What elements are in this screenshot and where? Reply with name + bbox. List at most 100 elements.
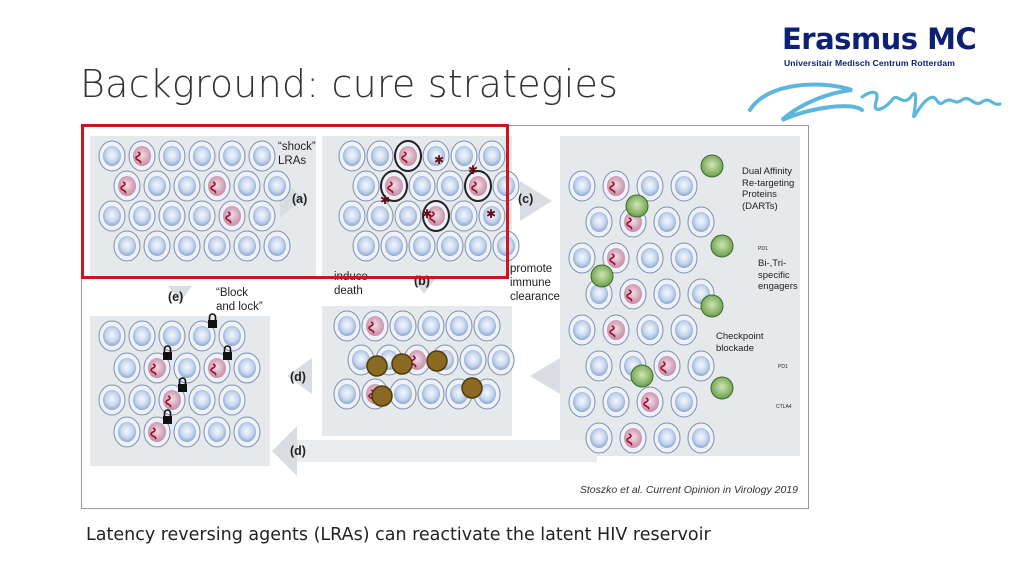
cell-icon [670,242,698,274]
virus-particle-icon: ✱ [434,153,444,167]
cell-icon [478,200,506,232]
cell-icon [143,170,171,202]
shock-lras-label: “shock”LRAs [278,141,316,167]
cell-icon [687,422,715,454]
cell-icon [203,345,232,384]
cell-icon [248,200,276,232]
cell-icon [585,422,613,454]
logo-swirl-icon [748,82,1002,122]
cell-icon [158,200,186,232]
cell-icon [218,320,246,352]
cell-icon [380,170,408,202]
cell-icon [394,200,422,232]
cell-icon [473,310,501,342]
cell-icon [436,170,464,202]
immune-cell-icon [625,194,649,218]
cell-icon [218,200,246,232]
cell-icon [389,310,417,342]
cell-icon [670,386,698,418]
cell-icon [670,170,698,202]
cell-icon [128,200,156,232]
cell-icon [113,352,141,384]
cell-icon [619,422,647,454]
cell-icon [188,313,217,352]
immune-cell-icon [700,294,724,318]
cell-icon [98,140,126,172]
slide-caption: Latency reversing agents (LRAs) can reac… [86,525,711,545]
cell-icon [670,314,698,346]
cell-icon [619,278,647,310]
dead-cell-icon [391,353,413,375]
cell-icon [408,230,436,262]
cell-icon [113,230,141,262]
cell-icon [352,170,380,202]
immune-cell-icon [710,234,734,258]
cell-icon [361,310,389,342]
cell-icon [459,344,487,376]
erasmus-mc-logo: Erasmus MC Universitair Medisch Centrum … [742,22,1012,132]
dead-cell-icon [426,350,448,372]
cell-icon [158,377,187,416]
cell-icon [422,140,450,172]
cell-icon [113,416,141,448]
cell-icon [98,320,126,352]
cell-icon [450,200,478,232]
immune-cell-icon [700,154,724,178]
cell-icon [417,378,445,410]
cell-icon [98,384,126,416]
cell-icon [113,170,141,202]
cell-icon [173,416,201,448]
cell-icon [98,200,126,232]
cell-icon [602,386,630,418]
cell-icon [188,384,216,416]
cell-icon [478,140,506,172]
cell-icon [158,140,186,172]
cell-icon [263,230,291,262]
cell-icon [394,140,422,172]
cell-icon [263,170,291,202]
cell-icon [143,230,171,262]
cell-icon [128,140,156,172]
cell-icon [568,386,596,418]
immune-cell-icon [630,364,654,388]
cell-icon [450,140,478,172]
step-c-label: (c) [518,192,534,206]
dead-cell-icon [366,355,388,377]
cell-icon [585,350,613,382]
cell-icon [158,320,186,352]
cell-icon [389,378,417,410]
cell-icon [602,242,630,274]
cell-icon [218,384,246,416]
cell-icon [445,310,473,342]
cell-icon [338,140,366,172]
cell-icon [568,242,596,274]
logo-brand-text: Erasmus MC [782,22,977,56]
cell-icon [636,242,664,274]
cell-icon [568,314,596,346]
cell-icon [636,314,664,346]
cell-icon [602,314,630,346]
cell-icon [233,230,261,262]
cell-icon [687,206,715,238]
cell-icon [218,140,246,172]
cell-icon [422,200,450,232]
cell-icon [128,384,156,416]
cell-icon [636,170,664,202]
cell-icon [333,378,361,410]
step-d-upper-label: (d) [290,370,306,384]
cell-icon [408,170,436,202]
cell-icon [352,230,380,262]
cell-icon [487,344,515,376]
cell-icon [233,170,261,202]
cell-icon [602,170,630,202]
cell-icon [366,200,394,232]
virus-particle-icon: ✱ [486,207,496,221]
cell-icon [568,170,596,202]
cell-icon [464,170,492,202]
